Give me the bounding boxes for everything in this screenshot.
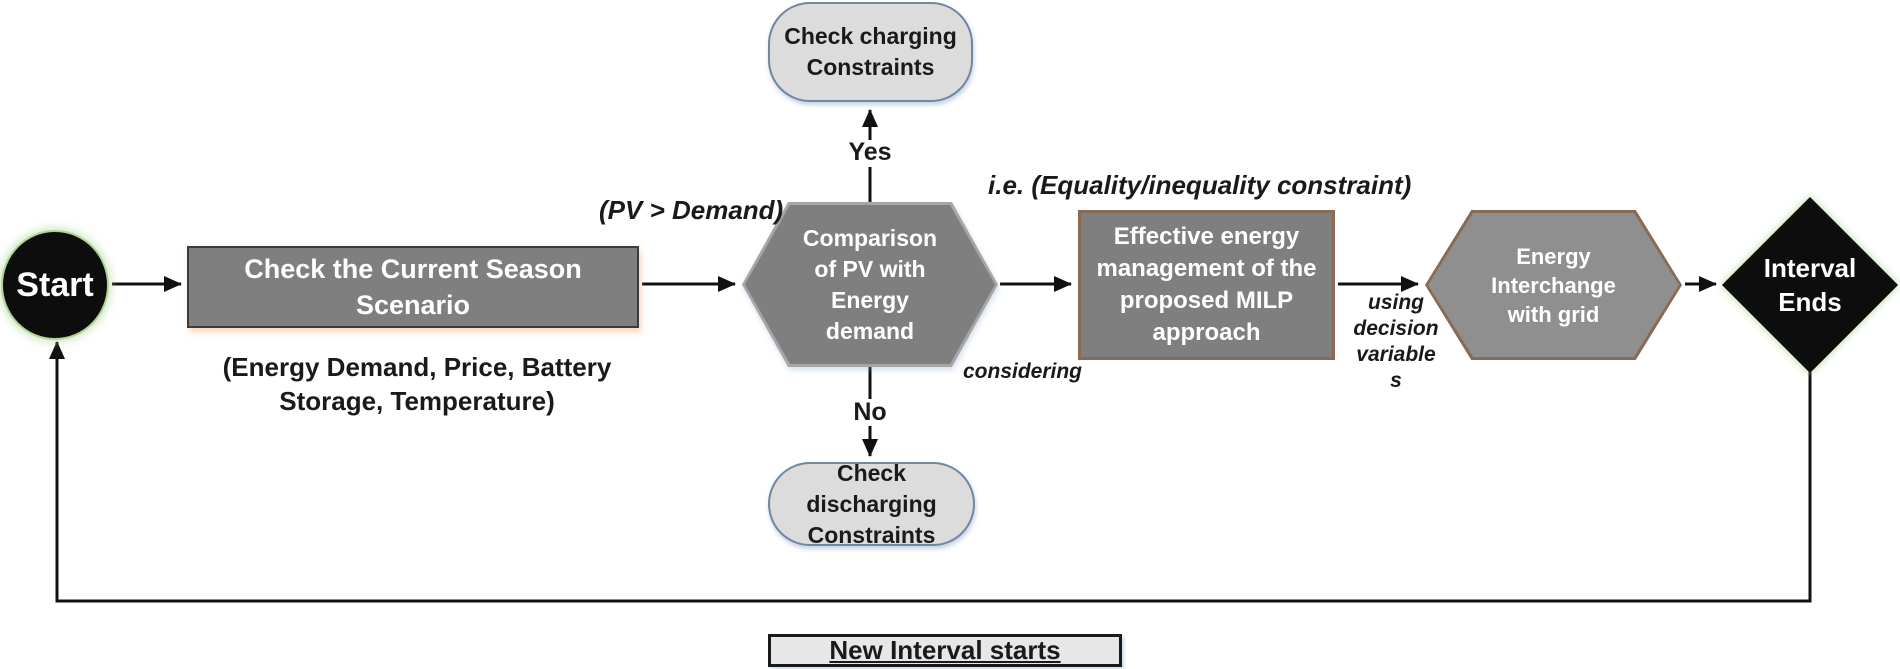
check-season-label: Check the Current Season Scenario: [244, 254, 582, 320]
milp-label: Effective energy management of the propo…: [1096, 223, 1317, 346]
start-node: Start: [3, 232, 107, 338]
check-charging-label: Check charging Constraints: [784, 23, 957, 80]
start-label: Start: [16, 265, 94, 304]
pv-demand-annotation: (PV > Demand): [599, 195, 784, 225]
energy-interchange-label: Energy Interchange with grid: [1491, 243, 1616, 327]
check-discharging-label: Check discharging Constraints: [806, 459, 937, 548]
check-season-box: Check the Current Season Scenario: [187, 246, 639, 328]
season-inputs-annotation: (Energy Demand, Price, Battery Storage, …: [222, 352, 612, 416]
comparison-hexagon: Comparison of PV with Energy demand: [742, 202, 998, 367]
new-interval-label: New Interval starts: [829, 635, 1061, 665]
yes-edge-label: Yes: [848, 138, 892, 166]
check-discharging-terminator: Check discharging Constraints: [768, 460, 975, 548]
new-interval-box: New Interval starts: [768, 634, 1122, 667]
using-decision-annotation: using decision variable s: [1353, 291, 1439, 392]
interval-ends-diamond: Interval Ends: [1722, 197, 1898, 373]
milp-box: Effective energy management of the propo…: [1078, 210, 1335, 360]
no-edge-label: No: [853, 398, 887, 426]
energy-interchange-hexagon: Energy Interchange with grid: [1425, 210, 1682, 360]
ie-constraint-annotation: i.e. (Equality/inequality constraint): [988, 170, 1412, 200]
comparison-label: Comparison of PV with Energy demand: [802, 224, 938, 344]
considering-annotation: considering: [962, 360, 1083, 383]
interval-ends-label: Interval Ends: [1763, 253, 1857, 317]
check-charging-terminator: Check charging Constraints: [768, 2, 973, 102]
